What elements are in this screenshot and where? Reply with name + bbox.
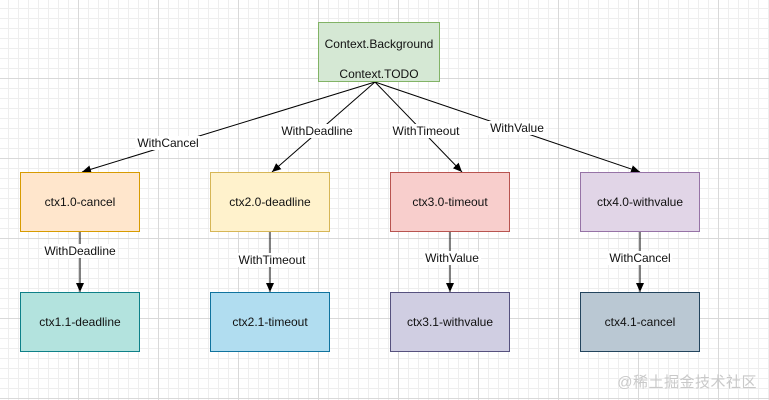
edge-label-with-cancel: WithCancel: [135, 136, 201, 150]
root-label-line1: Context.Background: [324, 37, 434, 51]
node-ctx2-1[interactable]: ctx2.1-timeout: [210, 292, 330, 352]
node-label: ctx3.0-timeout: [412, 194, 488, 209]
root-node[interactable]: Context.Background Context.TODO: [318, 22, 440, 82]
root-label-line2: Context.TODO: [339, 67, 419, 81]
node-label: ctx4.0-withvalue: [596, 194, 684, 209]
node-label: ctx4.1-cancel: [604, 314, 676, 329]
edge-label-with-cancel-child: WithCancel: [607, 251, 673, 265]
node-label: ctx1.1-deadline: [39, 314, 121, 329]
node-ctx3-0[interactable]: ctx3.0-timeout: [390, 172, 510, 232]
edge-label-with-timeout: WithTimeout: [390, 124, 462, 138]
edge-root-ctx1-0: [81, 81, 376, 174]
node-ctx3-1[interactable]: ctx3.1-withvalue: [390, 292, 510, 352]
edge-label-with-timeout-child: WithTimeout: [236, 253, 308, 267]
node-label: ctx2.1-timeout: [232, 314, 308, 329]
edge-label-with-deadline-child: WithDeadline: [42, 244, 118, 258]
node-ctx4-0[interactable]: ctx4.0-withvalue: [580, 172, 700, 232]
edge-label-with-value: WithValue: [488, 121, 546, 135]
edge-label-with-deadline: WithDeadline: [279, 124, 355, 138]
node-label: ctx3.1-withvalue: [406, 314, 494, 329]
node-ctx1-0[interactable]: ctx1.0-cancel: [20, 172, 140, 232]
edge-label-with-value-child: WithValue: [423, 251, 481, 265]
node-ctx2-0[interactable]: ctx2.0-deadline: [210, 172, 330, 232]
node-ctx4-1[interactable]: ctx4.1-cancel: [580, 292, 700, 352]
node-label: ctx2.0-deadline: [229, 194, 311, 209]
watermark: @稀土掘金技术社区: [617, 374, 757, 391]
node-label: ctx1.0-cancel: [44, 194, 116, 209]
node-ctx1-1[interactable]: ctx1.1-deadline: [20, 292, 140, 352]
